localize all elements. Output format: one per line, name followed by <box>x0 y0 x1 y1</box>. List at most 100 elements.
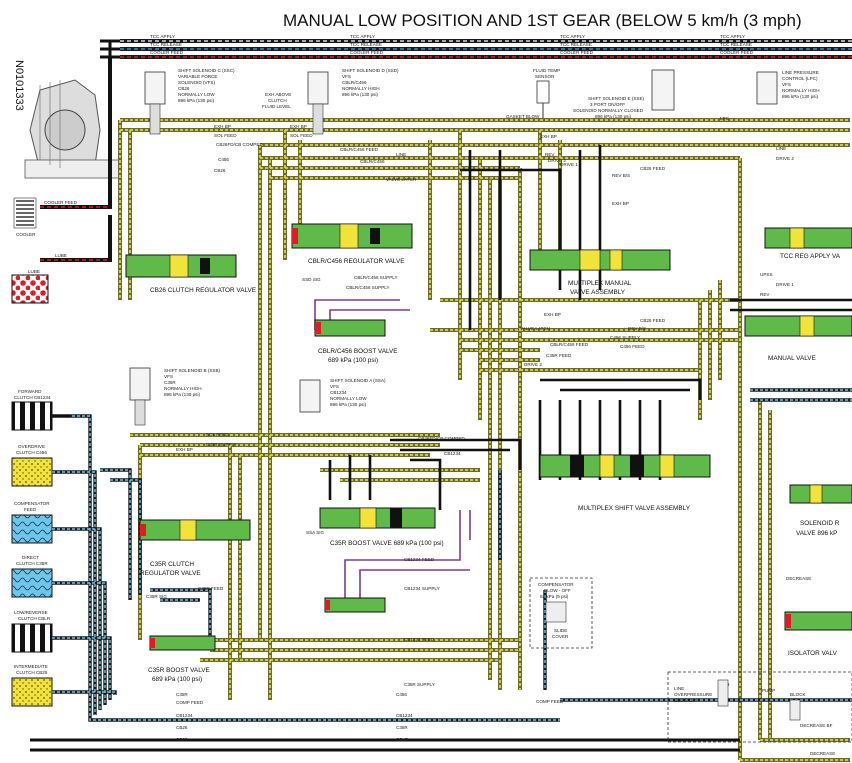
svg-text:SOLENOID R: SOLENOID R <box>800 520 840 527</box>
svg-text:CB26: CB26 <box>176 737 188 742</box>
valve-multiplex-shift: MULTIPLEX SHIFT VALVE ASSEMBLY <box>539 454 711 512</box>
svg-text:SHIFT SOLENOID A (SSA): SHIFT SOLENOID A (SSA) <box>330 378 386 383</box>
svg-text:62 kPa (9 psi): 62 kPa (9 psi) <box>540 594 569 599</box>
svg-text:SHIFT SOLENOID B (SSB): SHIFT SOLENOID B (SSB) <box>164 368 221 373</box>
svg-text:ISOLATOR VALV: ISOLATOR VALV <box>788 650 838 657</box>
svg-text:CBLR: CBLR <box>396 737 409 742</box>
cooler-text: COOLER <box>16 232 36 237</box>
valve-cb1234: C35R BOOST VALVE 689 kPa (100 psi) <box>319 507 444 547</box>
svg-text:CLUTCH C35R: CLUTCH C35R <box>16 561 48 566</box>
svg-text:EXH BP: EXH BP <box>214 124 231 129</box>
svg-text:CB26FD/CB COMPED: CB26FD/CB COMPED <box>216 142 263 147</box>
valve-c35r-clutch: C35R CLUTCH REGULATOR VALVE <box>139 519 251 577</box>
svg-text:C456 SUPPLY: C456 SUPPLY <box>610 335 640 340</box>
svg-text:CLUTCH C456: CLUTCH C456 <box>16 450 47 455</box>
lube-box <box>11 274 49 304</box>
svg-text:VFS: VFS <box>164 374 173 379</box>
svg-text:CBLR/C456 SUPPLY: CBLR/C456 SUPPLY <box>346 285 390 290</box>
svg-text:REV B/S: REV B/S <box>612 173 630 178</box>
svg-text:EXH BP: EXH BP <box>176 447 193 452</box>
top-hydraulic-lines: TCC APPLY TCC RELEASE COOLER FEED TCC AP… <box>120 34 852 59</box>
svg-text:COVER: COVER <box>552 634 569 639</box>
solenoid-ssa: SHIFT SOLENOID A (SSA) VFS CB1234 NORMAL… <box>299 378 386 413</box>
svg-text:DECREASE BF: DECREASE BF <box>800 723 833 728</box>
svg-text:DRIVE 2: DRIVE 2 <box>524 362 542 367</box>
svg-text:VALVE LATCH: VALVE LATCH <box>386 177 416 182</box>
svg-text:LINE PRESSURE: LINE PRESSURE <box>782 70 819 75</box>
svg-text:CB26 FEED: CB26 FEED <box>640 166 666 171</box>
hydraulic-lines <box>30 118 852 762</box>
tcc-release-label-3: TCC RELEASE <box>560 42 592 47</box>
svg-text:DRIVE 2: DRIVE 2 <box>776 156 794 161</box>
valve-cb26: CB26 CLUTCH REGULATOR VALVE <box>125 254 256 294</box>
svg-text:CB26: CB26 <box>214 168 226 173</box>
svg-text:FORWARD: FORWARD <box>18 389 42 394</box>
svg-text:REV: REV <box>760 292 770 297</box>
clutch-intermediate: INTERMEDIATE CLUTCH CB26 <box>11 664 53 707</box>
svg-text:INTERMEDIATE: INTERMEDIATE <box>14 664 48 669</box>
svg-text:SOL FEED: SOL FEED <box>206 432 229 437</box>
svg-text:CLUTCH: CLUTCH <box>268 98 287 103</box>
svg-text:DRIVE 1: DRIVE 1 <box>776 282 794 287</box>
svg-text:FEED: FEED <box>24 507 37 512</box>
svg-text:BLOW - OFF: BLOW - OFF <box>544 588 571 593</box>
lube-text: LUBE <box>55 253 67 258</box>
cooler-feed-label-2: COOLER FEED <box>350 50 384 55</box>
cooler-feed-label: COOLER FEED <box>150 50 184 55</box>
svg-text:CB26FD/CB COMPED: CB26FD/CB COMPED <box>418 436 465 441</box>
svg-text:CLUTCH CB1234: CLUTCH CB1234 <box>14 395 51 400</box>
valve-manual: MANUAL VALVE <box>744 315 852 362</box>
svg-text:CBLR/C456 SUPPLY: CBLR/C456 SUPPLY <box>354 275 398 280</box>
svg-text:CB1234 FEED: CB1234 FEED <box>404 637 435 642</box>
svg-text:C456: C456 <box>218 157 229 162</box>
svg-text:C35R SIG: C35R SIG <box>146 594 167 599</box>
svg-text:C35R: C35R <box>164 380 176 385</box>
svg-text:VFS: VFS <box>330 384 339 389</box>
svg-text:CB1234: CB1234 <box>330 390 347 395</box>
svg-text:VARIABLE FORCE: VARIABLE FORCE <box>178 74 217 79</box>
cooler-lube-section: COOLER FEED LUBE COOLER LUBE <box>11 57 112 304</box>
svg-text:MANUAL VALVE: MANUAL VALVE <box>768 355 816 362</box>
solenoid-lpc: LINE PRESSURE CONTROL (LPC) VFS NORMALLY… <box>756 70 820 105</box>
svg-text:3 PORT ON/OFF: 3 PORT ON/OFF <box>590 102 625 107</box>
svg-text:DRIVE 2: DRIVE 2 <box>548 158 566 163</box>
svg-text:EXH BP: EXH BP <box>290 124 307 129</box>
svg-text:689 kPa (100 psi): 689 kPa (100 psi) <box>152 676 202 683</box>
tcc-release-label-2: TCC RELEASE <box>350 42 382 47</box>
svg-text:896 kPa (130 psi): 896 kPa (130 psi) <box>330 402 366 407</box>
valve-multiplex-manual: MULTIPLEX MANUAL VALVE ASSEMBLY <box>529 249 671 296</box>
svg-text:MULTIPLEX SHIFT VALVE ASSEMBLY: MULTIPLEX SHIFT VALVE ASSEMBLY <box>578 505 691 512</box>
svg-text:COMP FEED: COMP FEED <box>176 700 204 705</box>
svg-text:CB26 CLUTCH REGULATOR VALVE: CB26 CLUTCH REGULATOR VALVE <box>150 287 256 294</box>
solenoid-ssb: SHIFT SOLENOID B (SSB) VFS C35R NORMALLY… <box>129 367 221 426</box>
svg-text:C35R FEED: C35R FEED <box>546 353 572 358</box>
tcc-apply-label: TCC APPLY <box>150 34 175 39</box>
tcc-apply-label-4: TCC APPLY <box>720 34 745 39</box>
svg-text:CB26: CB26 <box>176 725 188 730</box>
svg-text:EXH BP: EXH BP <box>612 201 629 206</box>
svg-text:CBLR/C456 FEED: CBLR/C456 FEED <box>340 147 379 152</box>
svg-text:LINE: LINE <box>674 686 684 691</box>
svg-text:DRIVE 1: DRIVE 1 <box>560 162 578 167</box>
solenoid-sse: SHIFT SOLENOID E (SSE) 3 PORT ON/OFF SOL… <box>573 69 675 119</box>
svg-text:CB26: CB26 <box>178 86 190 91</box>
svg-text:OVERDRIVE: OVERDRIVE <box>18 444 45 449</box>
svg-text:C35R CLUTCH: C35R CLUTCH <box>150 561 194 568</box>
svg-text:LOW/REVERSE: LOW/REVERSE <box>14 610 48 615</box>
svg-text:REGULATOR VALVE: REGULATOR VALVE <box>140 570 201 577</box>
clutch-low-reverse: LOW/REVERSE CLUTCH CBLR <box>11 610 53 653</box>
line-labels: EXH BP SOL FEED EXH BP SOL FEED CB26FD/C… <box>146 116 835 756</box>
valve-c35r-boost: C35R BOOST VALVE 689 kPa (100 psi) <box>148 635 216 683</box>
fluid-temp-sensor: FLUID TEMP SENSOR <box>533 68 560 118</box>
svg-text:REV: REV <box>545 152 555 157</box>
svg-text:CBLR/C456: CBLR/C456 <box>342 80 367 85</box>
svg-text:CBLR/C456: CBLR/C456 <box>360 159 385 164</box>
svg-text:C35R: C35R <box>176 692 188 697</box>
svg-text:C35R BOOST VALVE 689 kPa (100: C35R BOOST VALVE 689 kPa (100 psi) <box>330 540 444 547</box>
svg-text:SOL FEED: SOL FEED <box>290 133 313 138</box>
svg-text:896 kPa (130 psi): 896 kPa (130 psi) <box>178 98 214 103</box>
svg-text:COMPENSATOR: COMPENSATOR <box>14 501 50 506</box>
svg-text:CBLR/C456 REGULATOR VALVE: CBLR/C456 REGULATOR VALVE <box>308 258 405 265</box>
svg-text:896 kPa (130 psi): 896 kPa (130 psi) <box>782 94 818 99</box>
tcc-release-label-4: TCC RELEASE <box>720 42 752 47</box>
